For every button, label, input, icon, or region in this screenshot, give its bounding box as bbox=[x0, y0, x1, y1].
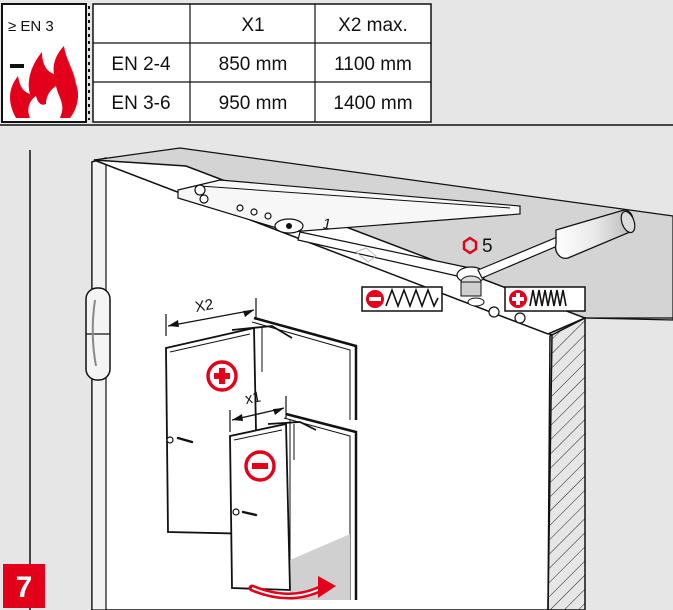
table-cell: 1100 mm bbox=[334, 54, 412, 75]
step-number-badge: 7 bbox=[3, 564, 45, 608]
fire-class-label: ≥ EN 3 bbox=[8, 18, 54, 35]
fire-class-badge: ≥ EN 3 bbox=[1, 3, 87, 123]
minus-mark-icon bbox=[10, 64, 24, 68]
arm-number-label: 1 bbox=[321, 215, 333, 233]
table-header-x2max: X2 max. bbox=[338, 15, 408, 36]
screw-size-label: 5 bbox=[482, 236, 493, 257]
closing-direction-arrow-icon bbox=[248, 576, 336, 600]
dimension-x2-label: X2 bbox=[194, 296, 215, 316]
step-number: 7 bbox=[16, 571, 33, 604]
hinge-icon bbox=[85, 287, 111, 381]
spring-force-decrease-indicator bbox=[361, 286, 443, 312]
dimension-x1-label: x1 bbox=[244, 388, 263, 407]
spec-table: X1 X2 max. EN 2-4 850 mm 1100 mm EN 3-6 … bbox=[92, 3, 432, 123]
table-cell: EN 3-6 bbox=[111, 93, 170, 114]
door-illustration: 1 5 bbox=[0, 126, 673, 610]
small-door-inset: x1 bbox=[229, 388, 358, 600]
flame-icon bbox=[10, 46, 79, 118]
table-cell: EN 2-4 bbox=[111, 54, 171, 75]
spring-force-increase-indicator bbox=[504, 286, 586, 312]
table-cell: 850 mm bbox=[219, 54, 288, 75]
table-cell: 950 mm bbox=[219, 93, 288, 114]
table-cell: 1400 mm bbox=[333, 93, 412, 114]
hex-key-icon bbox=[462, 236, 478, 255]
spring-icon bbox=[529, 289, 567, 307]
table-header-x1: X1 bbox=[241, 15, 264, 36]
spring-icon bbox=[385, 287, 439, 309]
